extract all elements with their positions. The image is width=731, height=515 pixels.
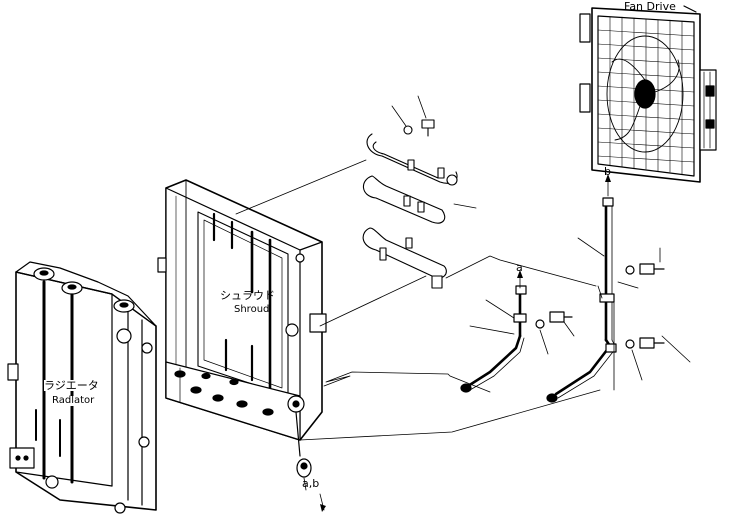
fan-drive <box>579 5 717 183</box>
hose-clip-sets <box>362 119 458 289</box>
leader-lines <box>235 95 691 512</box>
reference-ab-label: a,b <box>302 477 320 490</box>
reference-b-label: b <box>604 165 611 178</box>
shroud <box>157 179 327 478</box>
reference-a-label: a <box>516 261 523 274</box>
hose-lines <box>460 197 665 403</box>
shroud-label-en: Shroud <box>234 304 270 315</box>
radiator <box>7 261 157 514</box>
shroud-label-jp: シュラウド <box>220 289 275 302</box>
fan-drive-label: Fan Drive <box>624 0 676 13</box>
radiator-label-jp: ラジエータ <box>44 379 99 392</box>
radiator-label-en: Radlator <box>52 395 95 406</box>
